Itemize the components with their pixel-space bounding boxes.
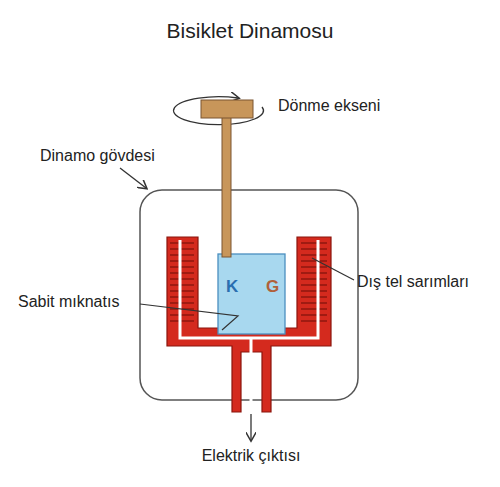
permanent-magnet [218, 254, 285, 334]
pole-letter: G [266, 277, 279, 297]
dynamo-body [140, 190, 358, 400]
diagram-title: Bisiklet Dinamosu [167, 18, 334, 43]
part-label: Dinamo gövdesi [40, 146, 155, 165]
part-label: Sabit mıknatıs [18, 292, 119, 311]
part-label: Dönme ekseni [278, 96, 380, 115]
coil-windings [167, 237, 331, 412]
part-label: Elektrik çıktısı [202, 446, 301, 465]
pole-letter: K [226, 277, 238, 297]
part-label: Dış tel sarımları [357, 272, 469, 291]
magnet-node: KG [218, 254, 285, 334]
